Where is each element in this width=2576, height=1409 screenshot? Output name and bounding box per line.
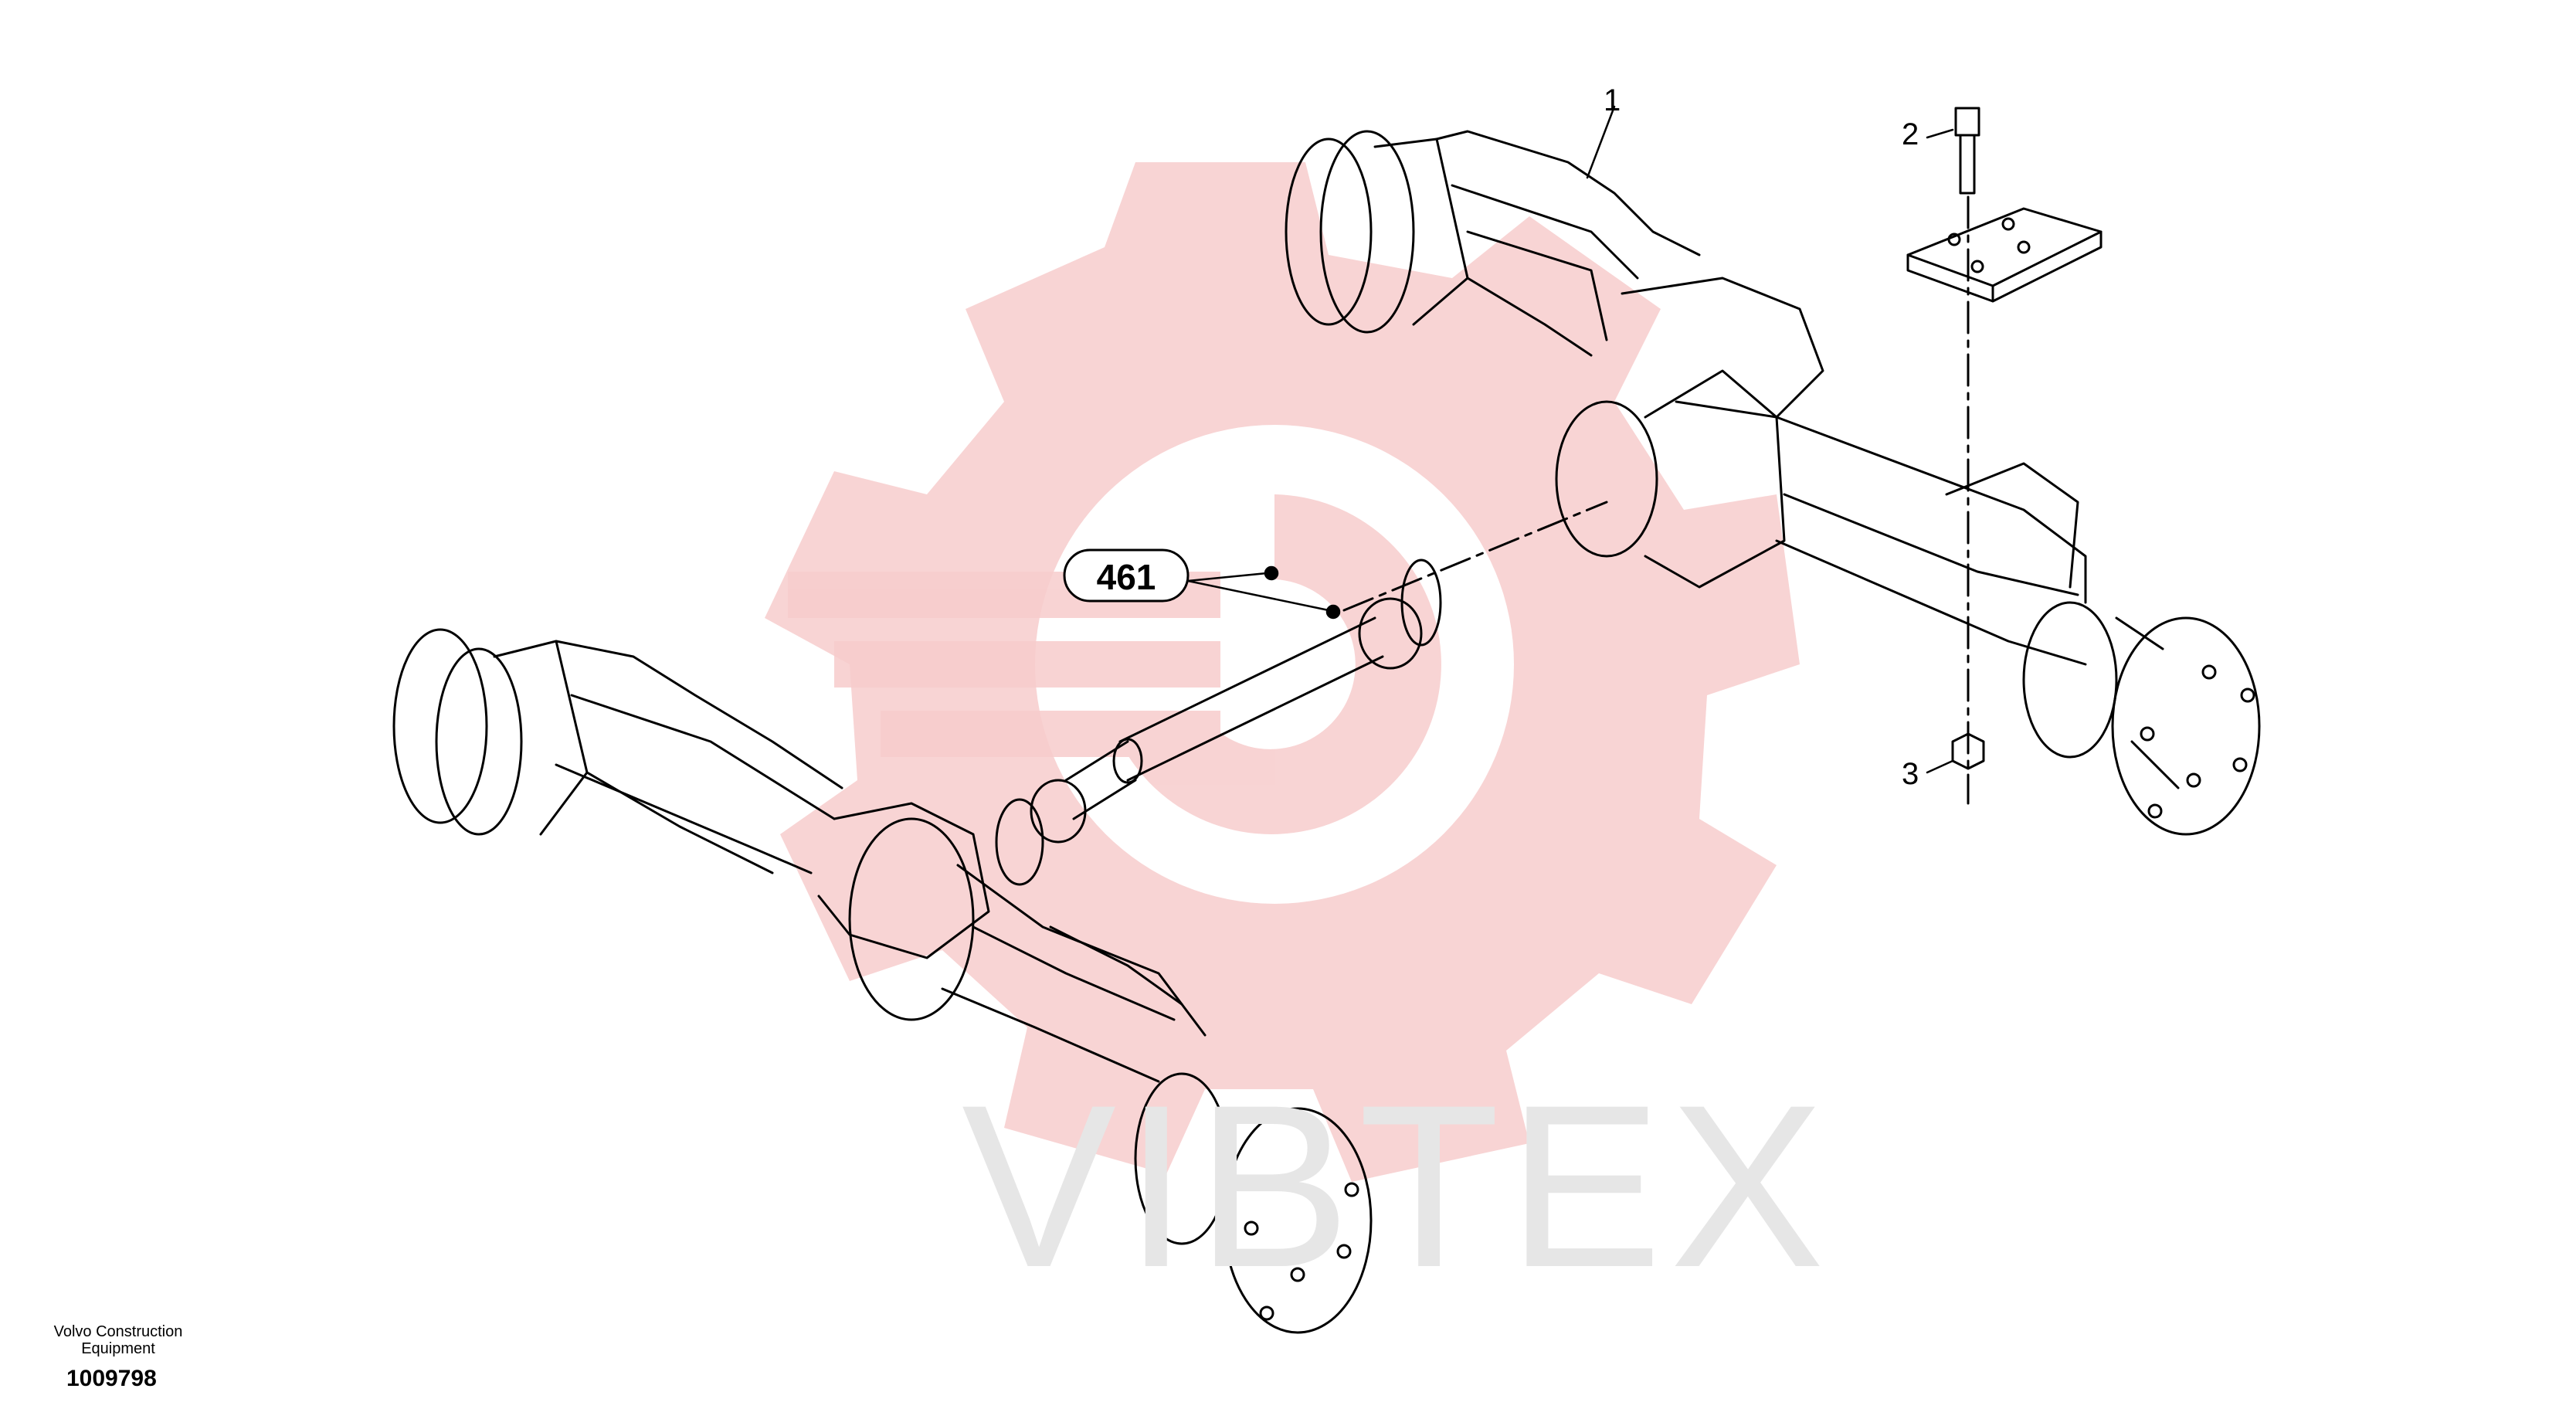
watermark-text: VIBTEX	[962, 1056, 1832, 1316]
bolt	[1954, 107, 1980, 195]
callout-2: 2	[1902, 117, 1919, 151]
footer-company-line1: Volvo Construction	[53, 1323, 183, 1340]
rear-axle	[1285, 130, 2261, 836]
leader-lines	[1186, 105, 1954, 774]
watermark-gear-inner	[788, 494, 1441, 834]
footer-company-line2: Equipment	[81, 1340, 155, 1357]
callout-1: 1	[1604, 83, 1621, 117]
footer-company: Volvo Construction Equipment	[37, 1323, 199, 1357]
badge-label: 461	[1096, 557, 1156, 597]
front-axle	[392, 628, 1373, 1334]
line-drawing	[392, 105, 2261, 1334]
callout-3: 3	[1902, 757, 1919, 791]
footer-code: 1009798	[66, 1366, 157, 1391]
mounting-plate	[1906, 207, 2103, 303]
drive-shaft	[995, 501, 1608, 886]
reference-badge	[1063, 548, 1190, 603]
